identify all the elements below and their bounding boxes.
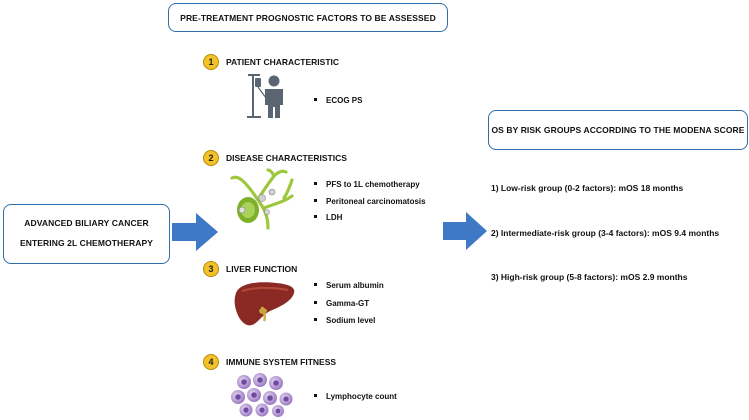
- section-1-badge: 1: [203, 54, 219, 70]
- section-4-item: Lymphocyte count: [314, 392, 397, 401]
- risk-group-low: 1) Low-risk group (0-2 factors): mOS 18 …: [491, 183, 684, 193]
- output-box-title: OS BY RISK GROUPS ACCORDING TO THE MODEN…: [491, 125, 745, 135]
- section-1-item: ECOG PS: [314, 96, 362, 105]
- header-title-box: PRE-TREATMENT PROGNOSTIC FACTORS TO BE A…: [168, 3, 448, 32]
- section-2-item: LDH: [314, 213, 342, 222]
- risk-group-intermediate: 2) Intermediate-risk group (3-4 factors)…: [491, 228, 720, 238]
- section-3-badge: 3: [203, 261, 219, 277]
- section-2-badge: 2: [203, 150, 219, 166]
- output-box: OS BY RISK GROUPS ACCORDING TO THE MODEN…: [488, 110, 748, 150]
- risk-group-high: 3) High-risk group (5-8 factors): mOS 2.…: [491, 272, 688, 282]
- section-3-item: Serum albumin: [314, 281, 384, 290]
- section-3-item: Gamma-GT: [314, 299, 369, 308]
- patient-iv-icon: [247, 74, 283, 118]
- input-box-line2: ENTERING 2L CHEMOTHERAPY: [19, 238, 154, 248]
- section-1-title: PATIENT CHARACTERISTIC: [226, 57, 340, 67]
- section-2-title: DISEASE CHARACTERISTICS: [226, 153, 347, 163]
- input-box-line1: ADVANCED BILIARY CANCER: [24, 218, 149, 229]
- section-4-title: IMMUNE SYSTEM FITNESS: [226, 357, 337, 367]
- section-3-item: Sodium level: [314, 316, 375, 325]
- header-title: PRE-TREATMENT PROGNOSTIC FACTORS TO BE A…: [180, 12, 436, 23]
- arrow-right-icon: [172, 213, 218, 251]
- arrow-right-icon: [443, 212, 487, 250]
- section-2-item: Peritoneal carcinomatosis: [314, 197, 426, 206]
- section-2-item: PFS to 1L chemotherapy: [314, 180, 420, 189]
- lymphocytes-icon: [231, 373, 293, 417]
- section-3-title: LIVER FUNCTION: [226, 264, 298, 274]
- biliary-tract-icon: [230, 168, 294, 230]
- section-4-badge: 4: [203, 354, 219, 370]
- liver-icon: [234, 282, 295, 326]
- input-box: ADVANCED BILIARY CANCER ENTERING 2L CHEM…: [3, 204, 170, 264]
